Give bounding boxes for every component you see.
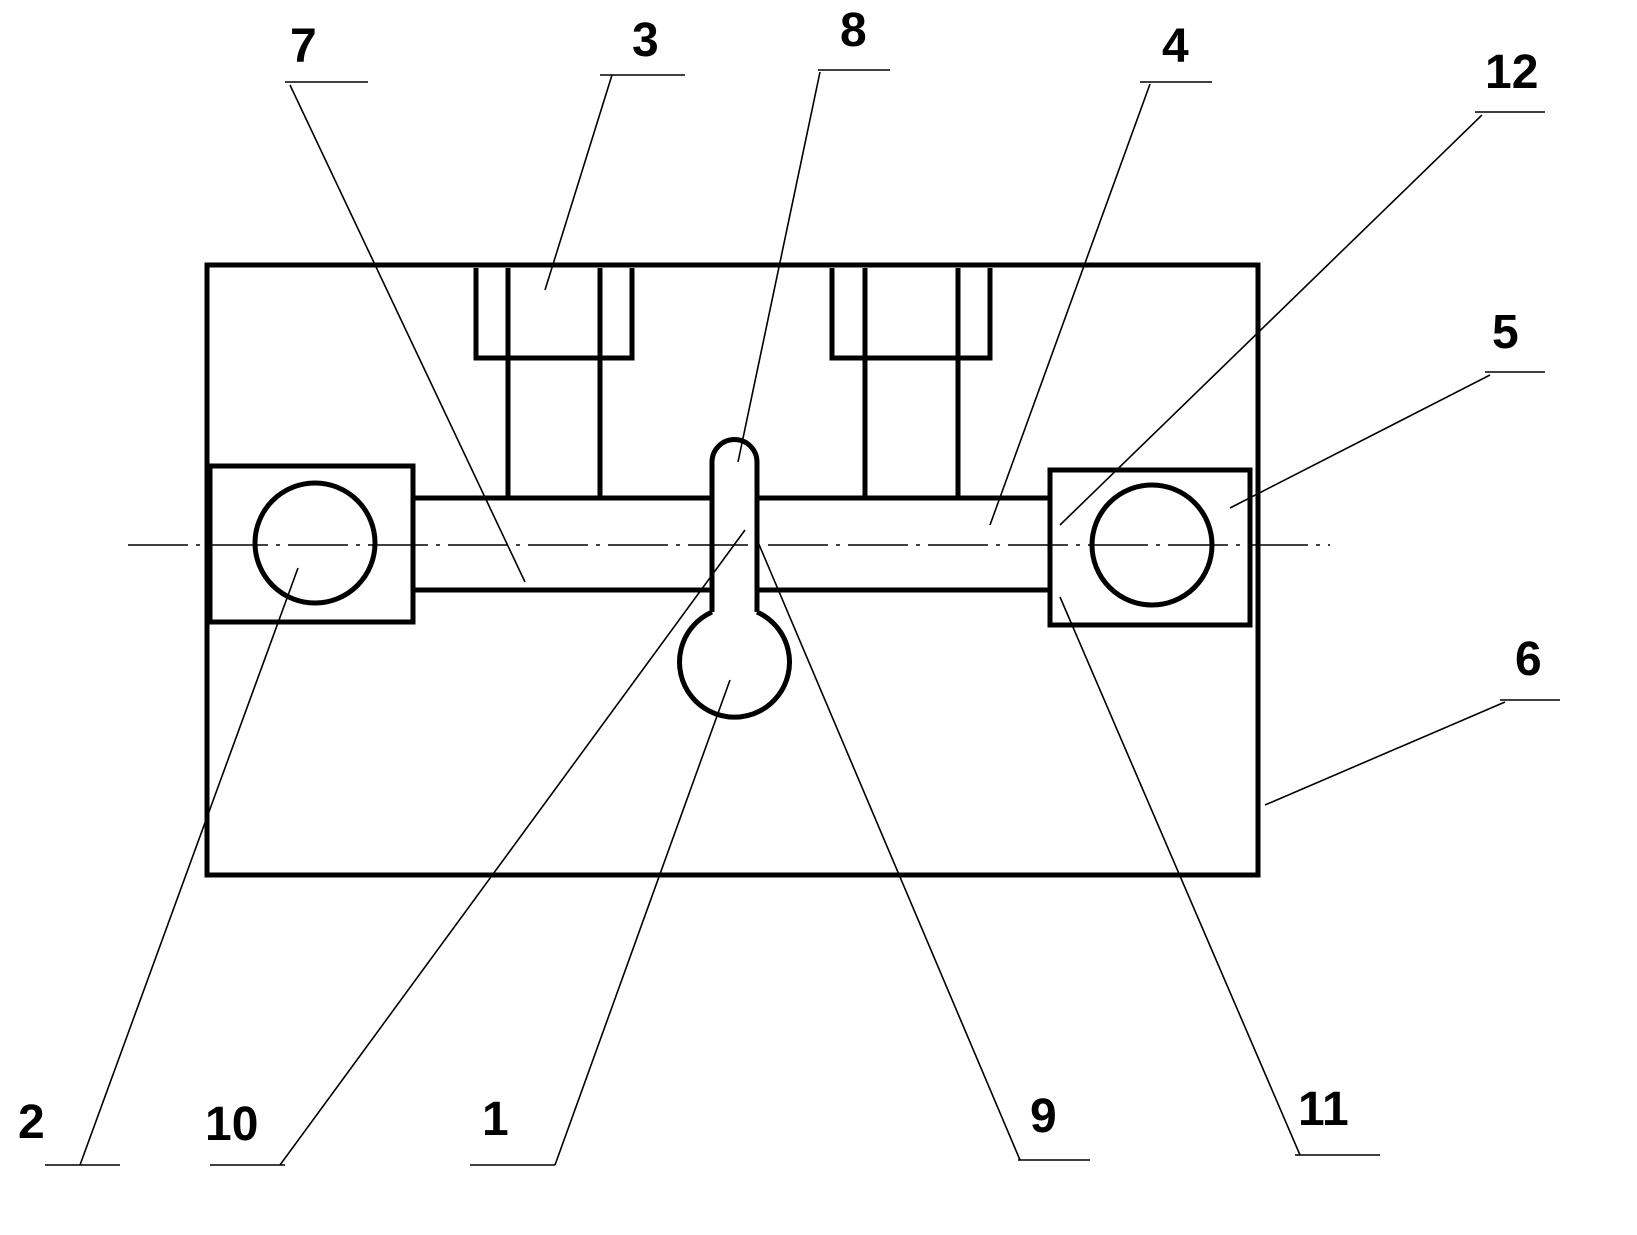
leader-lines [45, 69, 1560, 1166]
left-port-circle [252, 480, 378, 606]
label-7: 7 [290, 20, 317, 73]
label-1: 1 [482, 1093, 509, 1146]
channel [413, 495, 1050, 593]
label-5: 5 [1492, 306, 1519, 359]
label-8: 8 [840, 4, 867, 57]
label-11: 11 [1298, 1083, 1349, 1136]
label-3: 3 [632, 14, 659, 67]
label-9: 9 [1030, 1090, 1057, 1143]
right-fitting [829, 268, 993, 498]
label-2: 2 [18, 1096, 45, 1149]
left-block [207, 463, 416, 625]
left-fitting [473, 268, 635, 498]
main-body [204, 262, 1261, 878]
label-12: 12 [1485, 46, 1538, 99]
round-hole [677, 609, 792, 720]
label-10: 10 [205, 1098, 258, 1151]
slot [709, 437, 760, 612]
right-block [1047, 467, 1253, 628]
label-4: 4 [1162, 20, 1189, 73]
label-6: 6 [1515, 633, 1542, 686]
